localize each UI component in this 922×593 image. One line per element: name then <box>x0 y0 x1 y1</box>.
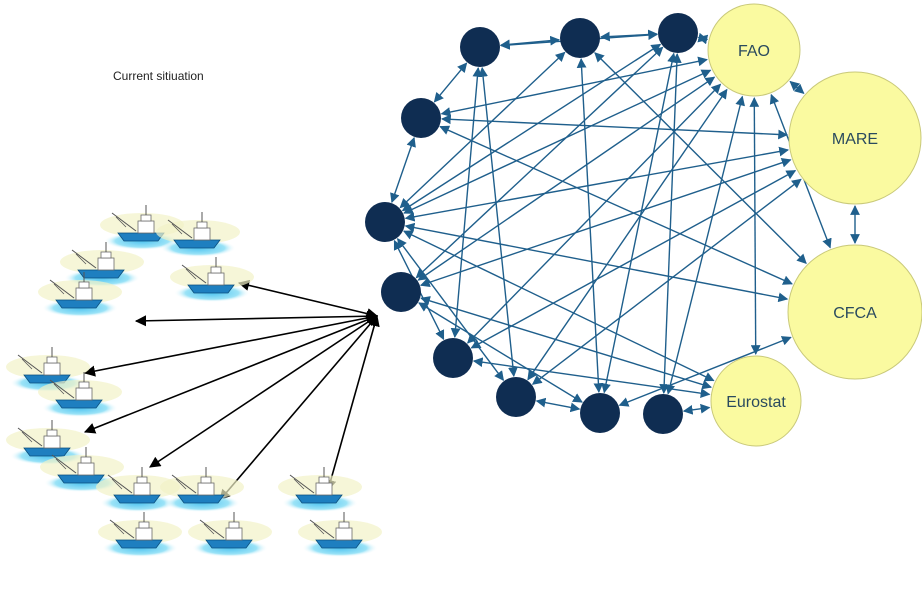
network-link <box>478 66 518 378</box>
org-node-cfca: CFCA <box>787 244 922 380</box>
member-state-node <box>401 98 441 138</box>
network-link <box>404 222 789 303</box>
vessel-link <box>237 279 379 320</box>
member-state-node <box>658 13 698 53</box>
network-link <box>531 178 802 385</box>
vessel-link <box>134 310 379 327</box>
member-state-nodes <box>365 13 698 434</box>
org-node-fao: FAO <box>707 3 801 97</box>
network-link <box>415 46 664 279</box>
org-label: Eurostat <box>726 394 786 411</box>
network-links <box>390 29 860 415</box>
fishing-vessel-icon <box>38 272 122 317</box>
fishing-vessel-icon <box>298 512 382 557</box>
network-link <box>682 403 711 415</box>
fishing-vessel-icon <box>96 467 180 512</box>
fishing-vessel-icon <box>188 512 272 557</box>
network-link <box>789 80 805 94</box>
member-state-node <box>580 393 620 433</box>
network-link <box>527 88 728 381</box>
member-state-node <box>365 202 405 242</box>
fishing-vessel-icon <box>98 512 182 557</box>
org-label: FAO <box>738 43 770 60</box>
network-link <box>433 62 468 103</box>
fishing-vessel-icon <box>170 257 254 302</box>
diagram-title: Current sitiuation <box>113 69 204 83</box>
vessel-link <box>219 315 378 501</box>
org-circle <box>707 3 801 97</box>
member-state-node <box>433 338 473 378</box>
network-link <box>390 136 416 204</box>
org-circle <box>710 355 802 447</box>
network-link <box>535 397 581 413</box>
network-link <box>601 52 677 394</box>
org-label: CFCA <box>833 305 877 322</box>
org-node-mare: MARE <box>788 71 922 205</box>
network-link <box>404 146 790 222</box>
organization-nodes: FAO MARE CFCA Eurostat <box>707 3 922 447</box>
member-state-node <box>496 377 536 417</box>
fishing-vessel-icon <box>38 372 122 417</box>
member-state-node <box>560 18 600 58</box>
fishing-vessel-icon <box>278 467 362 512</box>
member-state-node <box>460 27 500 67</box>
network-link <box>749 97 761 355</box>
network-link <box>396 238 505 381</box>
network-link <box>665 95 745 395</box>
org-circle <box>788 71 922 205</box>
vessel-links <box>83 279 380 501</box>
fishing-vessel-icon <box>60 242 144 287</box>
network-link <box>697 32 709 45</box>
org-circle <box>787 244 922 380</box>
member-state-node <box>643 394 683 434</box>
vessel-link <box>325 314 380 492</box>
fishing-vessel-icon <box>160 467 244 512</box>
org-label: MARE <box>832 131 878 148</box>
vessel-link <box>83 314 379 434</box>
member-state-node <box>381 272 421 312</box>
vessel-groups <box>6 205 382 557</box>
fishing-vessel-icon <box>156 212 240 257</box>
org-node-eurostat: Eurostat <box>710 355 802 447</box>
